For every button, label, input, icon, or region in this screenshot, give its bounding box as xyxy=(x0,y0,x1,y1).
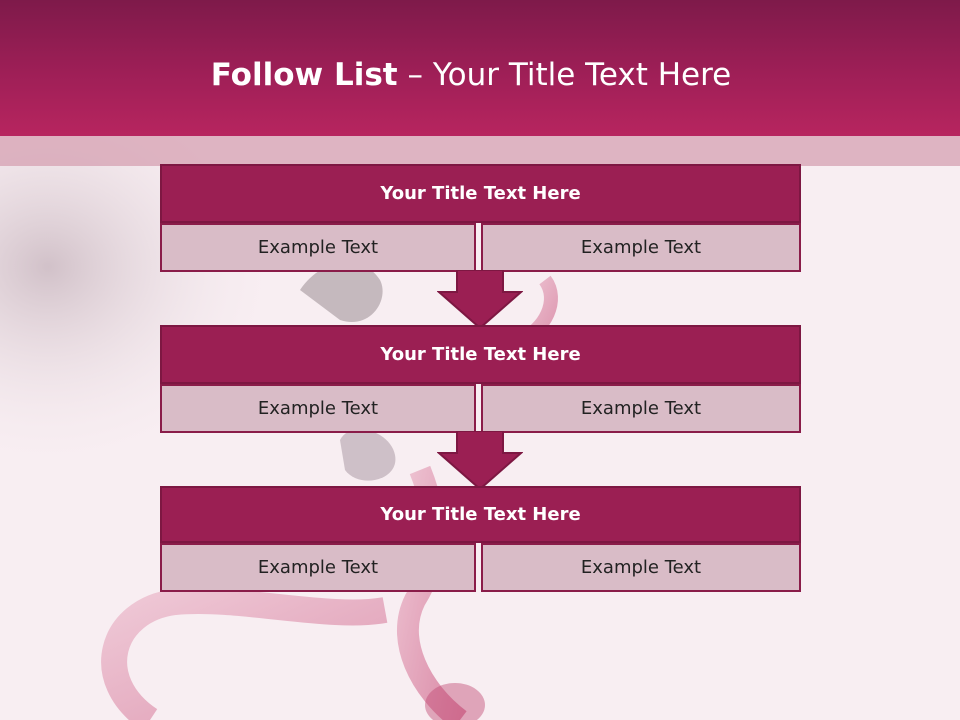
step-block-2: Your Title Text Here Example Text Exampl… xyxy=(160,325,801,433)
step-right-text: Example Text xyxy=(481,543,801,592)
step-title: Your Title Text Here xyxy=(160,325,801,384)
title-bar xyxy=(0,0,960,136)
down-arrow-icon xyxy=(437,270,523,330)
step-block-3: Your Title Text Here Example Text Exampl… xyxy=(160,486,801,592)
step-title: Your Title Text Here xyxy=(160,164,801,223)
step-right-text: Example Text xyxy=(481,223,801,272)
step-left-text: Example Text xyxy=(160,384,476,433)
slide-title-rest: Your Title Text Here xyxy=(432,57,732,93)
step-left-text: Example Text xyxy=(160,543,476,592)
step-title: Your Title Text Here xyxy=(160,486,801,543)
step-block-1: Your Title Text Here Example Text Exampl… xyxy=(160,164,801,272)
slide-title-separator: – xyxy=(397,57,433,93)
slide-title: Follow List – Your Title Text Here xyxy=(0,52,942,98)
slide-title-bold: Follow List xyxy=(210,57,398,93)
title-bar-band xyxy=(0,136,960,166)
step-left-text: Example Text xyxy=(160,223,476,272)
step-right-text: Example Text xyxy=(481,384,801,433)
down-arrow-icon xyxy=(437,431,523,491)
